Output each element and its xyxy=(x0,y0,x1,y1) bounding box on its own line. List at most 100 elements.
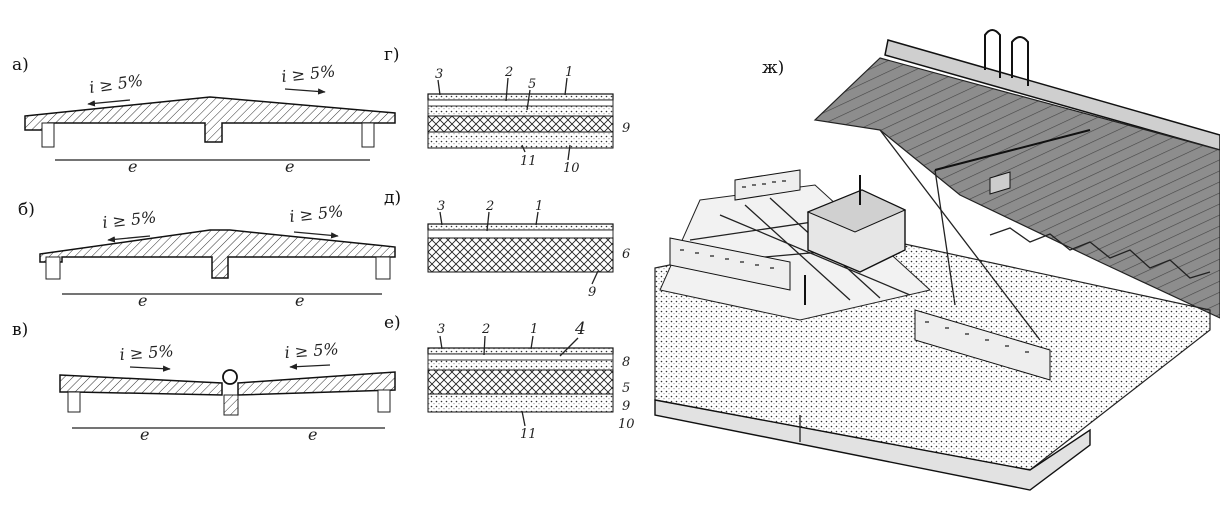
panel-e-callout-5: 5 xyxy=(622,381,630,396)
panel-e-leader-3 xyxy=(439,335,443,350)
panel-b-span-right: e xyxy=(295,291,304,310)
panel-d-callout-1: 1 xyxy=(535,199,543,214)
panel-d-leader-2 xyxy=(486,211,490,232)
covering-edge xyxy=(989,227,1211,279)
roof-ladder xyxy=(984,29,1029,86)
panel-b-arrow-left xyxy=(107,235,151,243)
panel-e-layer-top xyxy=(427,347,614,355)
panel-e-leader-4 xyxy=(559,337,579,357)
panel-g-leader-2 xyxy=(505,77,509,102)
panel-d: д) 3 2 1 6 9 xyxy=(384,188,630,300)
parapet xyxy=(884,39,1220,151)
panel-a-arrow-left xyxy=(87,99,131,107)
panel-g-label: г) xyxy=(384,45,400,65)
panel-a: а) i ≥ 5% i ≥ 5% e e xyxy=(12,55,396,176)
roof-covering-finished xyxy=(813,57,1220,319)
panel-g-leader-1 xyxy=(564,77,568,96)
panel-g-layer-slab xyxy=(427,131,614,149)
panel-e-callout-10: 10 xyxy=(618,417,635,432)
panel-g-callout-2: 2 xyxy=(504,65,513,80)
panel-a-span-right: e xyxy=(285,157,294,176)
panel-e-layer-slab xyxy=(427,393,614,413)
panel-d-callout-2: 2 xyxy=(485,199,494,214)
panel-a-support-right xyxy=(361,122,375,148)
panel-e-callout-3: 3 xyxy=(437,322,445,337)
panel-a-arrow-right xyxy=(284,88,326,95)
panel-a-support-left xyxy=(41,122,55,148)
panel-g-callout-10: 10 xyxy=(563,161,580,176)
panel-g-layer-film xyxy=(427,99,614,107)
panel-g-callout-11: 11 xyxy=(520,154,537,169)
panel-e-layer-insulation xyxy=(427,369,614,395)
panel-g-leader-3 xyxy=(437,79,441,96)
panel-g-leader-11 xyxy=(521,144,526,153)
panel-g-layer-insulation xyxy=(427,115,614,133)
panel-d-layer-top xyxy=(427,223,614,231)
panel-v-slab-right xyxy=(237,371,396,396)
equipment-box-top xyxy=(806,189,907,233)
panel-g-callout-9: 9 xyxy=(622,121,630,136)
panel-v-span-left: e xyxy=(140,425,149,444)
hollow-panel-3 xyxy=(914,309,1051,381)
panel-d-layer-panel xyxy=(427,237,614,273)
panel-a-span-left: e xyxy=(128,157,137,176)
panel-v-gutter xyxy=(222,369,238,385)
panel-a-slab xyxy=(24,96,396,143)
panel-g-callout-5: 5 xyxy=(528,77,536,92)
panel-v-label: в) xyxy=(12,320,28,340)
panel-v-slab-left xyxy=(59,374,223,396)
hollow-panel-2 xyxy=(669,237,791,291)
panel-b-slope-left: i ≥ 5% xyxy=(101,207,157,232)
panel-d-leader-1 xyxy=(535,211,539,226)
panel-d-leader-9 xyxy=(591,270,599,285)
crane-cable-2 xyxy=(879,129,1041,341)
panel-d-callout-9: 9 xyxy=(588,285,596,300)
panel-e-callout-2: 2 xyxy=(481,322,490,337)
panel-v-slope-right: i ≥ 5% xyxy=(284,339,339,362)
crane-boom xyxy=(934,129,1091,171)
panel-a-slope-left: i ≥ 5% xyxy=(88,71,144,97)
panel-e-callout-9: 9 xyxy=(622,399,630,414)
slab-edge xyxy=(654,399,1091,491)
panel-b: б) i ≥ 5% i ≥ 5% e e xyxy=(18,200,396,310)
panel-v-arrow-right xyxy=(289,363,331,370)
hollow-panel-1 xyxy=(734,169,801,201)
panel-e-layer-screed xyxy=(427,359,614,371)
panel-b-span-left: e xyxy=(138,291,147,310)
panel-g-leader-10 xyxy=(567,144,571,161)
panel-e-callout-11: 11 xyxy=(520,427,537,442)
panel-a-slope-right: i ≥ 5% xyxy=(280,61,336,86)
panel-e-layer-film xyxy=(427,353,614,361)
panel-g-callout-3: 3 xyxy=(435,67,443,82)
panel-b-support-right xyxy=(375,256,391,280)
panel-d-callout-3: 3 xyxy=(437,199,445,214)
panel-b-slab xyxy=(39,229,396,279)
panel-e-callout-8: 8 xyxy=(622,355,630,370)
panel-v-span-right: e xyxy=(308,425,317,444)
panel-d-layer-film xyxy=(427,229,614,239)
panel-a-label: а) xyxy=(12,55,29,75)
hoist-block xyxy=(989,171,1011,195)
panel-e: е) 3 2 1 4 8 5 9 11 10 xyxy=(384,313,635,442)
panel-zh-label: ж) xyxy=(762,58,784,78)
panel-b-support-left xyxy=(45,256,61,280)
panel-e-callout-1: 1 xyxy=(530,322,538,337)
panel-e-callout-4: 4 xyxy=(574,319,586,339)
panel-d-leader-3 xyxy=(439,211,443,226)
panel-b-arrow-right xyxy=(293,231,339,239)
panel-e-leader-1 xyxy=(530,335,534,350)
panel-zh: ж) xyxy=(654,29,1220,491)
panel-g-layer-screed xyxy=(427,105,614,117)
panel-b-slope-right: i ≥ 5% xyxy=(288,201,344,226)
panel-g-callout-1: 1 xyxy=(565,65,573,80)
panel-v-arrow-left xyxy=(129,365,171,372)
panel-v-slope-left: i ≥ 5% xyxy=(119,341,174,364)
panel-g-leader-5 xyxy=(526,89,531,111)
panel-v: в) i ≥ 5% i ≥ 5% e e xyxy=(12,320,396,444)
panel-e-label: е) xyxy=(384,313,401,333)
panel-b-label: б) xyxy=(18,200,35,220)
panel-v-mid-support xyxy=(223,394,239,416)
panel-v-support-right xyxy=(377,389,391,413)
panel-v-support-left xyxy=(67,391,81,413)
